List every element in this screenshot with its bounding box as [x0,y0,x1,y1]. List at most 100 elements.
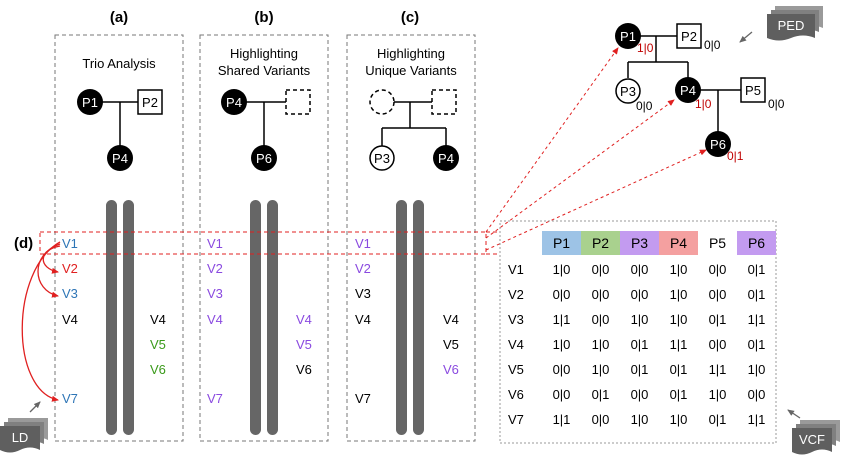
variant-label: V6 [443,362,459,377]
variant-label: V4 [355,312,371,327]
ped-file-label: PED [778,18,805,33]
panel-c-frame [346,34,476,442]
ped-c-unknown-father-node [369,89,395,115]
ped-a-p4-node [107,145,133,171]
v1-highlight-band [39,231,487,255]
ld-pointer-arrow [29,401,41,413]
vcf-genotype-cell: 0|1 [631,362,649,377]
ld-arc-v1-v7 [21,241,61,402]
vcf-genotype-cell: 1|0 [592,362,610,377]
ped-p6-genotype: 0|1 [727,149,744,163]
ped-c-p4-node [433,145,459,171]
ped-c-unknown-mother-node [431,89,457,115]
ped-file-icon: PED [767,6,823,41]
vcf-genotype-cell: 1|0 [670,287,688,302]
vcf-file-icon: VCF [792,420,840,455]
vcf-genotype-cell: 1|0 [631,312,649,327]
vcf-genotype-cell: 0|0 [709,337,727,352]
chromosome-a-1 [106,200,117,435]
ped-p2-genotype: 0|0 [704,38,721,52]
ped-b-p6-label: P6 [256,151,272,166]
variant-label: V3 [207,286,223,301]
vcf-sample-header: P4 [670,235,687,251]
vcf-genotype-cell: 1|0 [709,387,727,402]
link-to-p4 [485,99,675,239]
vcf-variant-id: V6 [508,387,524,402]
vcf-genotype-cell: 1|0 [553,262,571,277]
vcf-sample-header: P3 [631,235,648,251]
vcf-genotype-cell: 1|1 [553,412,571,427]
vcf-pointer-arrow [787,409,801,419]
variant-label: V5 [443,337,459,352]
ld-file-label: LD [12,430,29,445]
vcf-genotype-cell: 0|0 [553,287,571,302]
vcf-genotype-cell: 0|1 [592,387,610,402]
panel-a-label: (a) [110,9,128,26]
ped-c-p3-label: P3 [374,151,390,166]
vcf-file-label: VCF [799,432,825,447]
ped-p6-label: P6 [710,137,726,152]
vcf-genotype-cell: 1|0 [670,312,688,327]
panel-d-label: (d) [14,235,33,252]
ped-p2-label: P2 [681,29,697,44]
ped-p6-node [705,131,731,157]
panel-b-label: (b) [254,9,273,26]
ped-c-p4-label: P4 [438,151,454,166]
ped-b-p6-node [251,145,277,171]
vcf-genotype-cell: 1|0 [748,362,766,377]
variant-label: V5 [296,337,312,352]
vcf-genotype-cell: 0|1 [709,312,727,327]
variant-label: V2 [355,261,371,276]
vcf-genotype-cell: 1|0 [592,337,610,352]
link-to-p6 [485,149,707,251]
panel-b: (b) Highlighting Shared Variants P4 P6 V… [199,9,329,442]
variant-label: V6 [150,362,166,377]
vcf-variant-id: V5 [508,362,524,377]
vcf-genotype-cell: 0|0 [592,412,610,427]
vcf-genotype-cell: 0|1 [748,287,766,302]
ped-p2-node [676,23,702,49]
ped-c-p3-node [369,145,395,171]
vcf-sample-header-bg [542,231,581,255]
chromosome-b-1 [250,200,261,435]
vcf-genotype-cell: 1|1 [553,312,571,327]
vcf-genotype-cell: 0|1 [670,387,688,402]
ld-file-icon: LD [0,418,48,453]
vcf-genotype-cell: 1|1 [670,337,688,352]
variant-label: V7 [207,391,223,406]
vcf-genotype-cell: 0|0 [709,262,727,277]
ped-a-p1-node [77,89,103,115]
vcf-genotype-cell: 0|0 [592,312,610,327]
vcf-sample-header: P5 [709,235,726,251]
vcf-genotype-cell: 1|0 [631,412,649,427]
ped-b-p4-label: P4 [226,95,242,110]
panel-a-frame [54,34,184,442]
vcf-genotype-cell: 0|1 [670,362,688,377]
variant-label: V5 [150,337,166,352]
vcf-genotype-cell: 1|0 [670,262,688,277]
vcf-genotype-cell: 1|1 [709,362,727,377]
ped-p5-genotype: 0|0 [768,97,785,111]
chromosome-c-2 [413,200,424,435]
vcf-genotype-cell: 0|1 [709,412,727,427]
vcf-variant-id: V3 [508,312,524,327]
ped-a-p4-label: P4 [112,151,128,166]
ped-pedigree: P1 1|0 P2 0|0 P3 0|0 P4 1|0 P5 0|0 P6 0|… [615,23,785,163]
variant-label: V7 [355,391,371,406]
vcf-variant-id: V7 [508,412,524,427]
ped-p5-label: P5 [745,83,761,98]
vcf-genotype-cell: 0|0 [748,387,766,402]
ped-a-p1-label: P1 [82,95,98,110]
panel-b-frame [199,34,329,442]
vcf-genotype-cell: 1|1 [748,412,766,427]
variant-label: V4 [296,312,312,327]
variant-label: V4 [150,312,166,327]
vcf-genotype-cell: 0|0 [553,362,571,377]
vcf-genotype-cell: 1|0 [670,412,688,427]
